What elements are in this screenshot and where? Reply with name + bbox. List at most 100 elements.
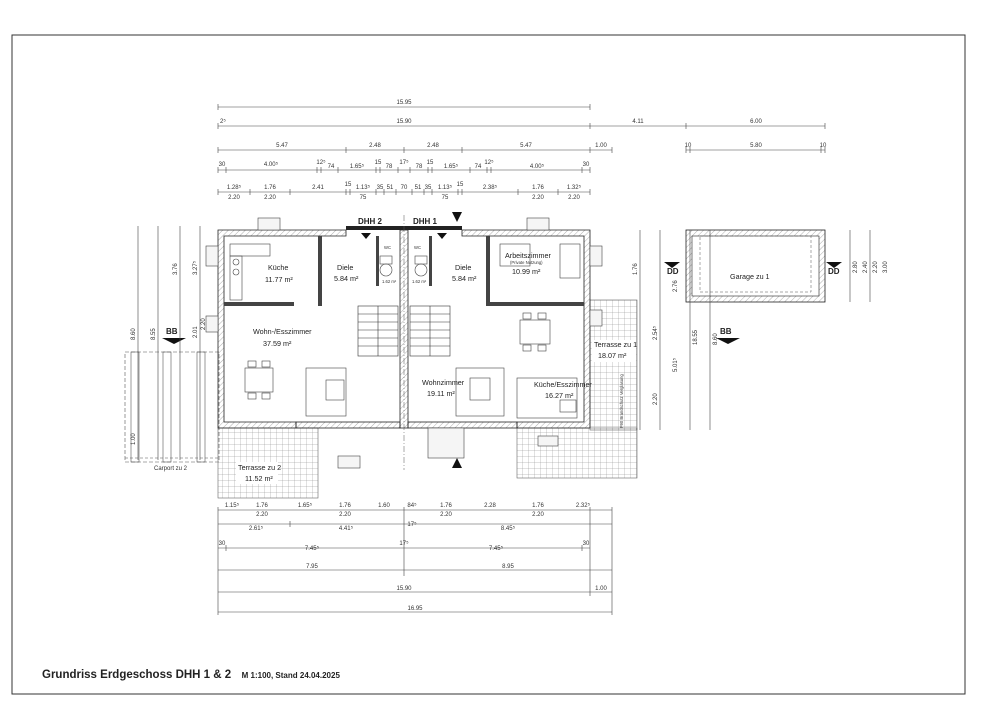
room-diele1-area: 5.84 m²	[452, 274, 477, 283]
dim-top-gap: 4.11	[632, 119, 644, 125]
dim: 1.65⁵	[350, 163, 365, 170]
dim: 2.48	[369, 143, 381, 149]
staircases	[357, 305, 451, 357]
dim: 2.20	[228, 195, 240, 201]
room-wc1-name: WC	[414, 245, 421, 250]
dim: 8.60	[713, 333, 719, 345]
dim: 1.15⁵	[225, 502, 240, 509]
dim: 2.48	[427, 143, 439, 149]
top-dimension-labels: 15.95 15.90 2⁵ 4.11 6.00 5.47 2.48 2.48 …	[219, 100, 827, 201]
plan-scale-date: M 1:100, Stand 24.04.2025	[241, 671, 340, 680]
room-wc1-area: 1.62 m²	[412, 279, 427, 284]
room-wohnzimmer-name: Wohnzimmer	[422, 378, 465, 387]
dim: 30	[219, 162, 226, 168]
dim: 5.47	[276, 143, 288, 149]
dim: 12⁵	[484, 159, 494, 166]
dim: 2.20	[264, 195, 276, 201]
dim: 2.54⁵	[652, 325, 659, 340]
garage-label: Garage zu 1	[730, 272, 770, 281]
dim: 2.38⁵	[483, 184, 498, 191]
dim: 1.76	[633, 263, 639, 275]
dim: 5.01⁵	[672, 357, 679, 372]
room-wohnzimmer-area: 19.11 m²	[427, 389, 455, 398]
room-arbeitszimmer-area: 10.99 m²	[512, 267, 541, 276]
dhh2-label: DHH 2	[358, 217, 383, 226]
carport: Carport zu 2	[124, 351, 220, 472]
dim: 2.28	[484, 503, 496, 509]
room-wohn-ess-name: Wohn-/Esszimmer	[253, 327, 312, 336]
terrasse-1-name: Terrasse zu 1	[594, 340, 637, 349]
entrance-markers: DHH 2 DHH 1	[358, 215, 447, 470]
dim: 1.76	[264, 185, 276, 191]
dim: 75	[442, 195, 449, 201]
garage: Garage zu 1	[685, 229, 826, 303]
room-kueche-area: 11.77 m²	[265, 275, 293, 284]
dim: 16.95	[407, 606, 423, 612]
furniture	[229, 243, 581, 419]
dim: 3.76	[173, 263, 179, 275]
dim: 1.32⁵	[567, 184, 582, 191]
dim: 15	[375, 160, 382, 166]
dim: 7.95	[306, 564, 318, 570]
room-wc2-name: WC	[384, 245, 391, 250]
dim: 84⁵	[407, 502, 417, 509]
dim: 1.76	[440, 503, 452, 509]
dim: 1.76	[339, 503, 351, 509]
dim: 7.45⁵	[305, 545, 320, 552]
window-markers	[205, 217, 603, 469]
terrasse-1-area: 18.07 m²	[598, 351, 627, 360]
room-labels: Küche 11.77 m² Diele 5.84 m² WC 1.62 m² …	[253, 245, 593, 400]
dim: 15	[427, 160, 434, 166]
dim-top-total: 15.95	[396, 100, 412, 106]
dim: 8.60	[131, 328, 137, 340]
dim: 2.20	[532, 512, 544, 518]
dim: 15	[345, 182, 352, 188]
dim: 3.27⁵	[192, 260, 199, 275]
dim: 2.41	[312, 185, 324, 191]
dim: 12⁵	[316, 159, 326, 166]
bottom-dimension-labels: 1.15⁵ 1.76 1.65⁵ 1.76 1.60 84⁵ 1.76 2.28…	[219, 502, 608, 612]
room-kueche-ess-name: Küche/Esszimmer	[534, 380, 593, 389]
dim: 8.45⁵	[501, 525, 516, 532]
dim: 70	[401, 185, 408, 191]
left-dimensions	[137, 226, 201, 460]
dim: 75	[360, 195, 367, 201]
dim: 2.20	[873, 261, 879, 273]
dim: 4.00⁵	[530, 163, 545, 170]
room-arbeitszimmer-note: (Private Nutzung)	[510, 260, 543, 265]
dim: 2.80	[853, 261, 859, 273]
dim: 8.95	[502, 564, 514, 570]
section-bb-left: BB	[166, 327, 178, 336]
right-dimensions	[639, 230, 871, 430]
dim-top-main: 15.90	[396, 119, 412, 125]
bottom-dimensions	[217, 507, 613, 615]
dim: 78	[416, 164, 423, 170]
dim: 2.20	[653, 393, 659, 405]
dim: 2.20	[256, 512, 268, 518]
dim: 1.60	[378, 503, 390, 509]
dim: 2.01	[193, 326, 199, 338]
section-dd-left: DD	[667, 267, 679, 276]
dim: 18.55	[693, 329, 699, 345]
dim: 15	[457, 182, 464, 188]
room-kueche-name: Küche	[268, 263, 288, 272]
dim: 1.76	[256, 503, 268, 509]
dim: 2.20	[201, 318, 207, 330]
plan-title: Grundriss Erdgeschoss DHH 1 & 2	[42, 669, 232, 681]
dhh1-label: DHH 1	[413, 217, 438, 226]
dim: 1.13⁵	[356, 184, 371, 191]
room-diele1-name: Diele	[455, 263, 471, 272]
dim: 1.76	[532, 185, 544, 191]
dim: 17⁵	[407, 521, 417, 528]
dim: 30	[219, 541, 226, 547]
dim: 51	[415, 185, 422, 191]
dim: 1.13⁵	[438, 184, 453, 191]
dim: 2.76	[673, 280, 679, 292]
dim: 1.00	[595, 586, 607, 592]
dim: 35	[377, 185, 384, 191]
sheet-border	[11, 34, 966, 695]
dim: 2.20	[568, 195, 580, 201]
dim-top-garage: 6.00	[750, 119, 762, 125]
carport-label: Carport zu 2	[154, 466, 188, 472]
